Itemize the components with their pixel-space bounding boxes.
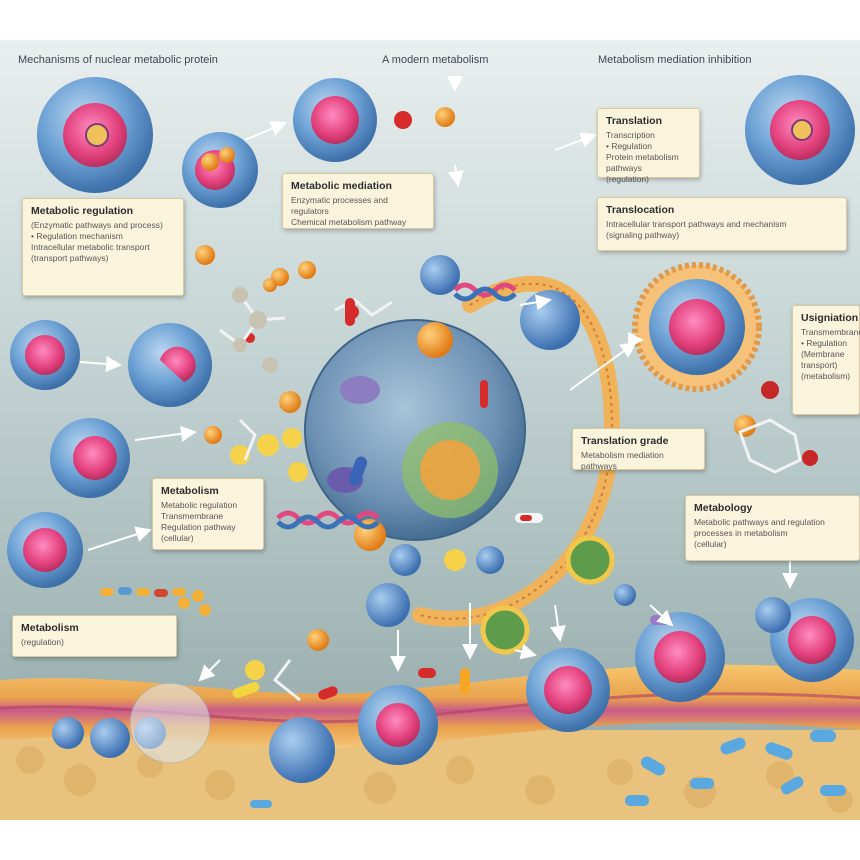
cell-left-mid bbox=[10, 320, 80, 390]
label-title: Translocation bbox=[606, 204, 675, 216]
label-line: (cellular) bbox=[161, 533, 194, 543]
label-line: (Membrane transport) bbox=[801, 349, 845, 370]
label-line: Transmembrane bbox=[161, 511, 224, 521]
header-center: A modern metabolism bbox=[382, 54, 489, 66]
label-title: Metabolic mediation bbox=[291, 180, 392, 192]
bead-chain-left bbox=[100, 587, 211, 616]
label-line: (metabolism) bbox=[801, 371, 851, 381]
diagram-canvas: Mechanisms of nuclear metabolic protein … bbox=[0, 40, 860, 820]
label-box-center-top: Metabolic mediation Enzymatic processes … bbox=[282, 173, 434, 229]
cell-left-lower bbox=[50, 418, 130, 498]
header-right: Metabolism mediation inhibition bbox=[598, 54, 752, 66]
cell-bottom-center bbox=[358, 685, 438, 765]
ring-organelles bbox=[480, 535, 615, 655]
cell-top-right bbox=[745, 75, 855, 185]
cell-bottom-far-right bbox=[770, 598, 854, 682]
cell-bottom-right-2 bbox=[635, 612, 725, 702]
label-title: Metabolism bbox=[161, 485, 219, 497]
central-cell bbox=[304, 319, 526, 541]
label-box-center-mid: Translation grade Metabolism mediation p… bbox=[572, 428, 705, 471]
label-title: Metabology bbox=[694, 502, 753, 514]
label-title: Metabolism bbox=[21, 622, 79, 634]
arrows bbox=[79, 76, 798, 682]
label-box-left-low: Metabolism (regulation) bbox=[12, 615, 177, 657]
label-title: Metabolic regulation bbox=[31, 205, 134, 217]
cell-bottom-right bbox=[526, 648, 610, 732]
cell-left-mid-2 bbox=[128, 323, 212, 407]
label-title: Usigniation bbox=[801, 312, 859, 324]
label-line: (cellular) bbox=[694, 539, 727, 549]
blue-cylinders bbox=[250, 730, 846, 808]
label-line: • Regulation bbox=[801, 338, 847, 348]
cell-top-left bbox=[37, 77, 153, 193]
label-line: Metabolism mediation pathways bbox=[581, 450, 664, 471]
label-line: Transcription bbox=[606, 130, 655, 140]
label-title: Translation grade bbox=[581, 435, 669, 447]
label-line: Regulation pathway bbox=[161, 522, 236, 532]
cell-top-left-2 bbox=[182, 132, 258, 208]
label-line: Intracellular metabolic transport bbox=[31, 242, 150, 252]
cell-right-membrane bbox=[632, 262, 762, 392]
stick-molecules bbox=[219, 294, 802, 702]
label-box-left-mid: Metabolism Metabolic regulation Transmem… bbox=[152, 478, 264, 550]
label-line: Transmembrane bbox=[801, 327, 860, 337]
label-box-right-mid: Translocation Intracellular transport pa… bbox=[597, 197, 847, 251]
label-line: Metabolic pathways and regulation proces… bbox=[694, 517, 825, 538]
helix-chain bbox=[276, 510, 380, 530]
label-line: Protein metabolism pathways bbox=[606, 152, 679, 173]
label-line: Metabolic regulation bbox=[161, 500, 238, 510]
label-line: (transport pathways) bbox=[31, 253, 109, 263]
label-line: • Regulation bbox=[606, 141, 652, 151]
label-line: Enzymatic processes and regulators bbox=[291, 195, 388, 216]
label-line: • Regulation mechanism bbox=[31, 231, 123, 241]
label-line: (signaling pathway) bbox=[606, 230, 680, 240]
label-line: Chemical metabolism pathway bbox=[291, 217, 407, 227]
label-line: (Enzymatic pathways and process) bbox=[31, 220, 163, 230]
label-title: Translation bbox=[606, 115, 663, 127]
helix-chain-2 bbox=[453, 282, 517, 302]
label-line: (regulation) bbox=[606, 174, 649, 184]
cell-top-center bbox=[293, 78, 377, 162]
diagram-illustration bbox=[0, 75, 860, 820]
cell-left-bottom bbox=[7, 512, 83, 588]
label-box-right-side: Usigniation Transmembrane • Regulation (… bbox=[792, 305, 860, 415]
label-line: (regulation) bbox=[21, 637, 64, 647]
label-box-right-top: Translation Transcription • Regulation P… bbox=[597, 108, 700, 184]
label-line: Intracellular transport pathways and mec… bbox=[606, 219, 787, 229]
label-box-right-low: Metabology Metabolic pathways and regula… bbox=[685, 495, 860, 561]
molecule-orbs bbox=[195, 107, 756, 680]
label-box-left-top: Metabolic regulation (Enzymatic pathways… bbox=[22, 198, 184, 296]
header-left: Mechanisms of nuclear metabolic protein bbox=[18, 54, 218, 66]
